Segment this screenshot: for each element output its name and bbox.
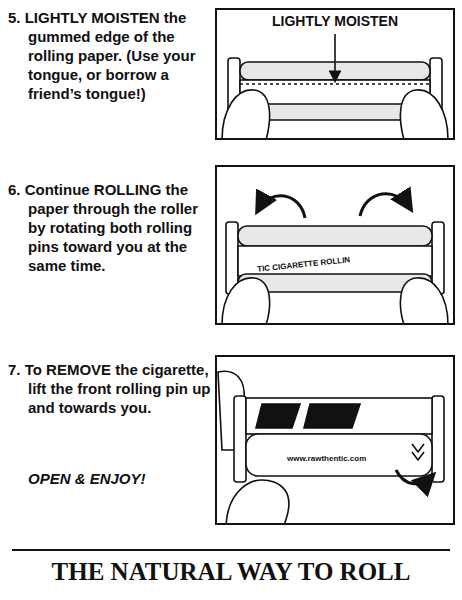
- gum-strip: [240, 83, 430, 85]
- cigarette: [246, 398, 432, 434]
- panel-text: www.rawthentic.com: [287, 454, 366, 463]
- thumb: [400, 90, 448, 140]
- thumb: [222, 278, 270, 325]
- footer-rule: [12, 549, 450, 551]
- step-text: 5. LIGHTLY MOISTEN the gummed edge of th…: [8, 8, 218, 103]
- thumb: [400, 278, 448, 325]
- paper-print: [256, 404, 300, 428]
- rolling-paper: [238, 246, 432, 276]
- leader-line: [334, 34, 336, 80]
- panel-text: LIGHTLY MOISTEN: [272, 13, 398, 29]
- panel-text: TIC CIGARETTE ROLLIN: [257, 255, 351, 274]
- thumb: [222, 90, 270, 140]
- closing-note: OPEN & ENJOY!: [28, 470, 146, 487]
- illustration-panel: TIC CIGARETTE ROLLIN: [215, 165, 455, 325]
- lift-arrow: [396, 470, 432, 484]
- illustration-panel: www.rawthentic.com: [215, 355, 455, 525]
- step-text: 7. To REMOVE the cigarette, lift the fro…: [8, 360, 218, 417]
- rotate-arrow: [258, 196, 305, 218]
- roller-bracket: [234, 396, 246, 482]
- rolling-pin: [246, 434, 432, 476]
- step-text: 6. Continue ROLLING the paper through th…: [8, 180, 218, 275]
- rotate-arrow: [360, 194, 410, 216]
- chevron-mark: [412, 444, 424, 460]
- footer-title: THE NATURAL WAY TO ROLL: [52, 558, 411, 586]
- paper-print: [304, 404, 360, 428]
- thumb: [226, 480, 289, 525]
- illustration-panel: LIGHTLY MOISTEN: [215, 8, 455, 140]
- roller-bracket: [432, 396, 444, 482]
- rolling-pin: [238, 226, 432, 246]
